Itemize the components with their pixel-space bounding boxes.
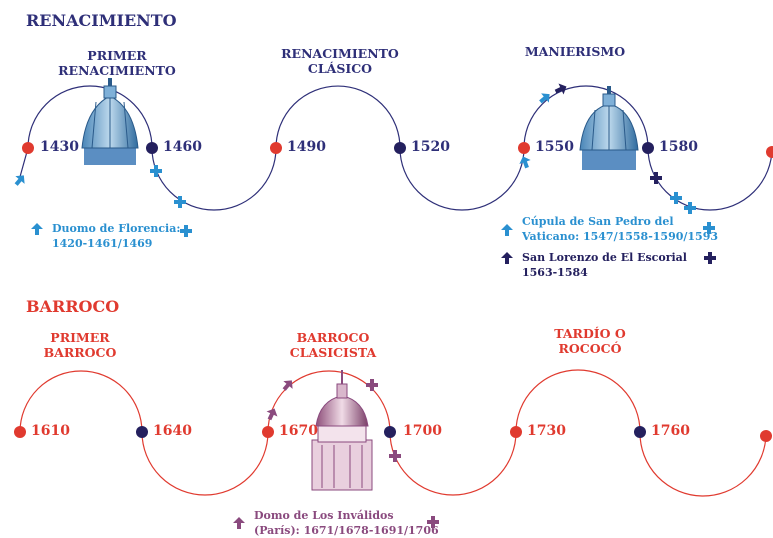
- cross-icon: [180, 225, 192, 237]
- year-label: 1460: [163, 139, 202, 155]
- period-line: CLÁSICO: [307, 61, 373, 76]
- period-line: RENACIMIENTO: [281, 46, 399, 61]
- dome-st-peter-icon: [579, 86, 639, 170]
- arrow-up-icon: [554, 83, 567, 95]
- period-label-renacimiento-clasico: RENACIMIENTO CLÁSICO: [272, 46, 408, 76]
- arrow-up-icon: [282, 380, 293, 391]
- cross-icon: [150, 165, 162, 177]
- period-line: ROCOCÓ: [558, 341, 622, 356]
- year-label: 1730: [527, 423, 566, 439]
- arrow-up-icon: [266, 408, 278, 421]
- arrow-up-icon: [501, 252, 513, 264]
- arrow-up-icon: [539, 93, 550, 104]
- period-label-primer-barroco: PRIMER BARROCO: [30, 330, 130, 360]
- period-line: MANIERISMO: [524, 44, 626, 59]
- renacimiento-title: RENACIMIENTO: [26, 11, 177, 30]
- dot-1640: [136, 426, 148, 438]
- dot-1610: [14, 426, 26, 438]
- cross-icon: [427, 516, 439, 528]
- arrow-up-icon: [31, 223, 43, 235]
- dot-1580: [642, 142, 654, 154]
- year-label: 1700: [403, 423, 442, 439]
- note-line: Duomo de Florencia:: [52, 222, 181, 235]
- dot-end-bar: [760, 430, 772, 442]
- period-line: RENACIMIENTO: [58, 63, 176, 78]
- year-label: 1640: [153, 423, 192, 439]
- arrow-up-icon: [233, 517, 245, 529]
- year-label: 1670: [279, 423, 318, 439]
- barroco-title: BARROCO: [26, 297, 120, 316]
- cross-icon: [704, 252, 716, 264]
- dot-1700: [384, 426, 396, 438]
- dot-1520: [394, 142, 406, 154]
- dome-florence-icon: [81, 78, 139, 165]
- cross-icon: [650, 172, 662, 184]
- period-label-barroco-clasicista: BARROCO CLASICISTA: [278, 330, 388, 360]
- note-duomo-florencia: Duomo de Florencia: 1420-1461/1469: [52, 221, 180, 251]
- period-line: PRIMER: [50, 330, 110, 345]
- period-label-manierismo: MANIERISMO: [520, 44, 630, 59]
- year-label: 1760: [651, 423, 690, 439]
- arrow-up-icon: [501, 224, 513, 236]
- dot-1550: [518, 142, 530, 154]
- dot-1490: [270, 142, 282, 154]
- period-line: PRIMER: [87, 48, 147, 63]
- dot-1730: [510, 426, 522, 438]
- year-label: 1490: [287, 139, 326, 155]
- cross-icon: [389, 450, 401, 462]
- period-line: TARDÍO O: [554, 326, 626, 341]
- cross-icon: [174, 196, 186, 208]
- note-cupula-san-pedro: Cúpula de San Pedro del Vaticano: 1547/1…: [522, 214, 718, 244]
- year-label: 1520: [411, 139, 450, 155]
- note-line: San Lorenzo de El Escorial: [522, 251, 687, 264]
- note-line: 1420-1461/1469: [52, 237, 153, 250]
- cross-icon: [684, 202, 696, 214]
- dome-invalides-icon: [311, 370, 373, 491]
- year-label: 1430: [40, 139, 79, 155]
- period-line: BARROCO: [43, 345, 117, 360]
- year-label: 1580: [659, 139, 698, 155]
- note-line: Vaticano: 1547/1558-1590/1593: [522, 230, 719, 243]
- cross-icon: [366, 379, 378, 391]
- note-san-lorenzo-escorial: San Lorenzo de El Escorial 1563-1584: [522, 250, 687, 280]
- note-domo-invalidos: Domo de Los Inválidos (París): 1671/1678…: [254, 508, 439, 538]
- arrow-up-icon: [519, 156, 531, 169]
- year-label: 1550: [535, 139, 574, 155]
- dot-1430: [22, 142, 34, 154]
- dot-1760: [634, 426, 646, 438]
- dot-1460: [146, 142, 158, 154]
- period-label-primer-renacimiento: PRIMER RENACIMIENTO: [52, 48, 182, 78]
- period-line: CLASICISTA: [289, 345, 377, 360]
- note-line: Domo de Los Inválidos: [254, 509, 394, 522]
- period-line: BARROCO: [296, 330, 370, 345]
- note-line: Cúpula de San Pedro del: [522, 215, 674, 228]
- note-line: (París): 1671/1678-1691/1706: [254, 524, 439, 537]
- dot-1670: [262, 426, 274, 438]
- cross-icon: [703, 222, 715, 234]
- arrow-up-icon: [14, 175, 25, 186]
- year-label: 1610: [31, 423, 70, 439]
- period-label-tardio-rococo: TARDÍO O ROCOCÓ: [540, 326, 640, 356]
- note-line: 1563-1584: [522, 266, 588, 279]
- dot-end-ren: [766, 146, 773, 158]
- cross-icon: [670, 192, 682, 204]
